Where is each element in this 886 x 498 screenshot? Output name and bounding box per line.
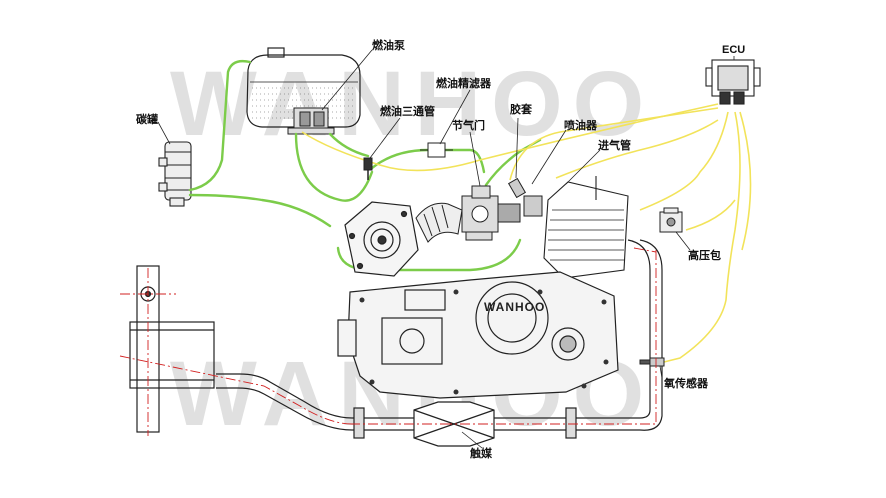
- center-lines: [119, 247, 657, 436]
- carbon-canister: [158, 141, 192, 207]
- engine-bolts: [359, 289, 609, 395]
- label-ignition-coil: 高压包: [688, 249, 721, 262]
- label-ecu: ECU: [722, 44, 746, 56]
- label-intake-pipe: 进气管: [598, 139, 631, 152]
- label-oxygen-sensor: 氧传感器: [664, 377, 708, 390]
- label-rubber-sleeve: 胶套: [510, 103, 532, 116]
- ignition-coil: [659, 207, 683, 233]
- label-throttle: 节气门: [452, 119, 485, 132]
- label-fuel-tee: 燃油三通管: [380, 105, 435, 118]
- label-catalyst: 触媒: [470, 447, 492, 460]
- leader-lines: [157, 49, 735, 449]
- intake-hose: [415, 202, 463, 243]
- injector: [507, 177, 543, 217]
- label-carbon-canister: 碳罐: [136, 113, 158, 126]
- ecu-unit: [705, 59, 761, 105]
- watermark-top: WANHOO: [170, 53, 655, 155]
- cylinder-head: [543, 176, 629, 279]
- air-box: [344, 201, 419, 277]
- oxygen-sensor: [639, 357, 665, 367]
- fuel-tee: [363, 157, 373, 180]
- crankcase: [337, 271, 619, 399]
- fuel-pump: [287, 107, 335, 135]
- fuel-filter: [420, 142, 453, 158]
- exhaust-pipe: [216, 239, 663, 447]
- label-fuel-pump: 燃油泵: [372, 39, 405, 52]
- muffler: [129, 265, 215, 433]
- engine-badge: WANHOO: [484, 300, 546, 314]
- throttle-body: [461, 185, 521, 241]
- label-injector: 喷油器: [564, 119, 597, 132]
- label-fuel-filter: 燃油精滤器: [436, 77, 491, 90]
